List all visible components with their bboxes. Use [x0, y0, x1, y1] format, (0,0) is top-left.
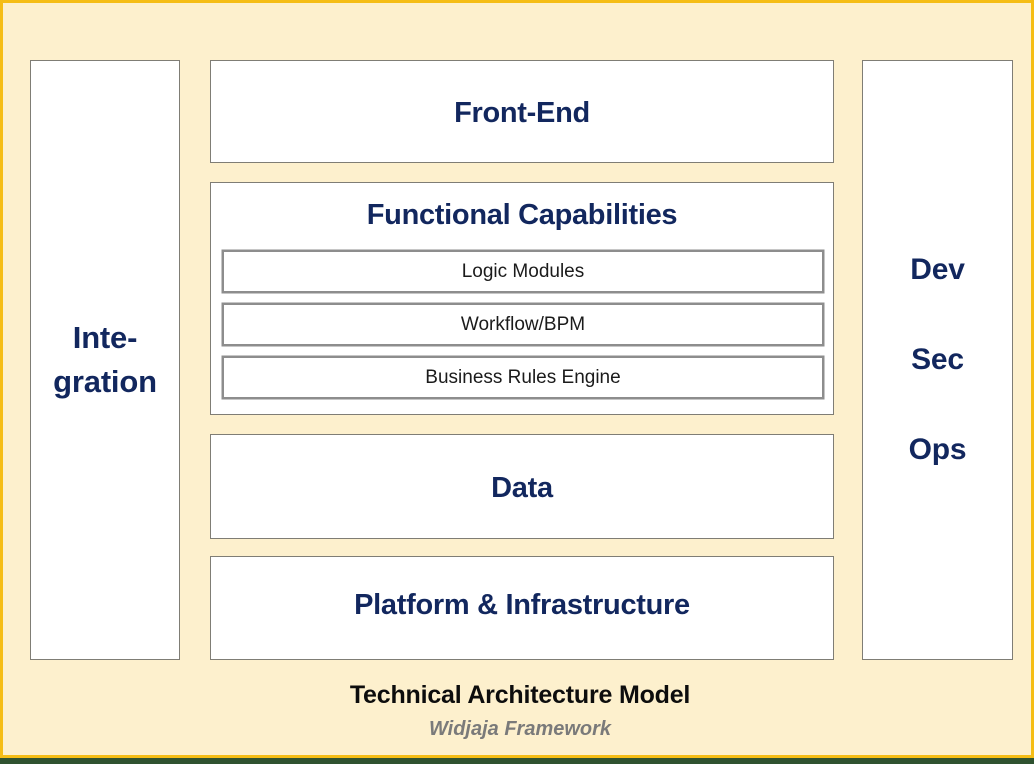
caption-title: Technical Architecture Model	[349, 681, 691, 709]
data-layer[interactable]: Data	[210, 434, 834, 539]
data-title: Data	[491, 472, 553, 504]
devsecops-label-sec: Sec	[911, 343, 964, 376]
integration-label-line-2: gration	[53, 364, 157, 399]
capability-business-rules-engine[interactable]: Business Rules Engine	[223, 357, 823, 398]
capability-workflow-bpm[interactable]: Workflow/BPM	[223, 304, 823, 345]
front-end-layer[interactable]: Front-End	[210, 60, 834, 163]
platform-infrastructure-layer[interactable]: Platform & Infrastructure	[210, 556, 834, 660]
functional-capabilities-title: Functional Capabilities	[366, 199, 678, 231]
devsecops-column[interactable]: Dev Sec Ops	[862, 60, 1013, 660]
integration-column[interactable]: Inte- gration	[30, 60, 180, 660]
functional-capabilities-items: Logic Modules Workflow/BPM Business Rule…	[223, 251, 823, 398]
platform-infrastructure-title: Platform & Infrastructure	[354, 589, 690, 621]
devsecops-label-ops: Ops	[908, 433, 967, 466]
capability-logic-modules[interactable]: Logic Modules	[223, 251, 823, 292]
capability-business-rules-engine-label: Business Rules Engine	[425, 366, 621, 388]
integration-label: Inte- gration	[53, 316, 157, 404]
functional-capabilities-layer[interactable]: Functional Capabilities Logic Modules Wo…	[210, 182, 834, 415]
capability-workflow-bpm-label: Workflow/BPM	[460, 313, 586, 335]
caption: Technical Architecture Model Widjaja Fra…	[3, 681, 1034, 741]
capability-logic-modules-label: Logic Modules	[461, 260, 585, 282]
integration-label-line-1: Inte-	[72, 320, 138, 355]
front-end-title: Front-End	[454, 97, 590, 129]
devsecops-label-dev: Dev	[910, 253, 965, 286]
caption-subtitle: Widjaja Framework	[428, 718, 612, 740]
